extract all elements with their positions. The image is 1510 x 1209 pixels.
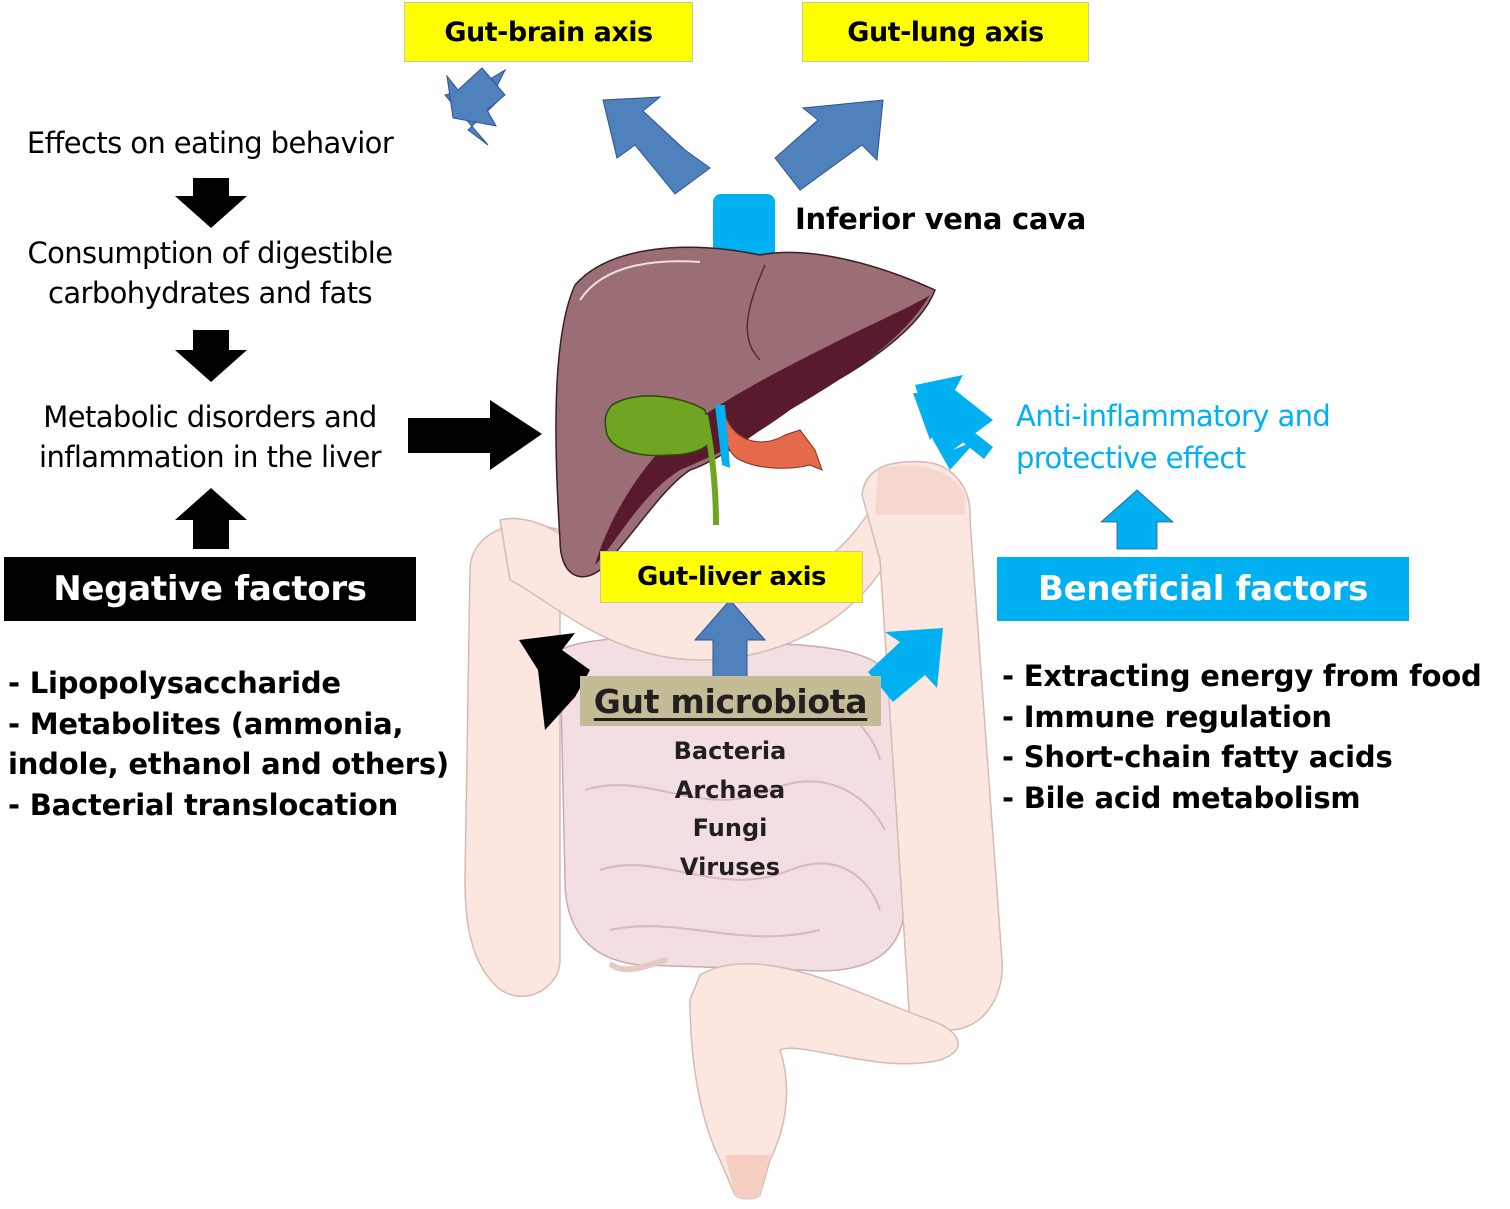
arrow-up-right <box>774 99 884 191</box>
negative-factor-item: - Lipopolysaccharide <box>8 666 341 700</box>
beneficial-factors-list: - Extracting energy from food - Immune r… <box>1002 656 1482 818</box>
beneficial-factor-item: - Extracting energy from food <box>1002 659 1482 693</box>
gut-brain-axis-label: Gut-brain axis <box>404 2 693 62</box>
microbiota-member: Bacteria <box>673 737 787 765</box>
effect-line-1: Anti-inflammatory and <box>1016 399 1331 433</box>
negative-factor-item: - Metabolites (ammonia, <box>8 706 404 741</box>
gut-microbiota-title: Gut microbiota <box>580 676 881 726</box>
arrow-up-left <box>602 96 711 195</box>
gut-brain-axis-text: Gut-brain axis <box>444 16 653 48</box>
beneficial-factors-box: Beneficial factors <box>997 557 1409 621</box>
liver-icon <box>555 246 936 578</box>
arrow-down-2 <box>175 330 247 382</box>
anti-inflammatory-effect-text: Anti-inflammatory and protective effect <box>1016 395 1331 479</box>
beneficial-factor-item: - Bile acid metabolism <box>1002 780 1361 815</box>
flow-step-eating-behavior: Effects on eating behavior <box>0 123 420 163</box>
microbiota-member: Archaea <box>674 775 786 804</box>
beneficial-factor-item: - Immune regulation <box>1002 699 1332 734</box>
flow-step-metabolic-disorders: Metabolic disorders and inflammation in … <box>0 397 420 477</box>
arrow-up-from-beneficial <box>1099 489 1175 550</box>
arrow-up-from-negative <box>175 488 247 549</box>
gut-liver-axis-text: Gut-liver axis <box>636 562 827 592</box>
flow-step-1-text: Effects on eating behavior <box>26 126 394 160</box>
effect-line-2: protective effect <box>1016 441 1246 475</box>
flow-step-3-line-2: inflammation in the liver <box>38 440 382 474</box>
gallbladder-icon <box>604 395 713 457</box>
microbiota-member: Viruses <box>679 852 781 881</box>
flow-step-2-line-1: Consumption of digestible <box>27 236 393 270</box>
beneficial-factor-item: - Short-chain fatty acids <box>1002 740 1393 774</box>
arrow-gut-brain-small <box>446 67 506 127</box>
arrow-microbiota-to-beneficial <box>868 628 943 702</box>
microbiota-member: Fungi <box>692 814 768 842</box>
arrow-down-1 <box>175 178 247 228</box>
arrow-anti-inflammatory <box>913 393 993 459</box>
inferior-vena-cava-label: Inferior vena cava <box>795 202 1087 236</box>
gut-liver-axis-label: Gut-liver axis <box>600 551 863 603</box>
arrow-microbiota-to-negative <box>519 633 590 730</box>
microbiota-members: Bacteria Archaea Fungi Viruses <box>630 732 830 886</box>
gut-lung-axis-text: Gut-lung axis <box>847 16 1044 48</box>
beneficial-factors-title: Beneficial factors <box>1037 569 1369 609</box>
flow-step-2-line-2: carbohydrates and fats <box>47 276 373 310</box>
flow-step-3-line-1: Metabolic disorders and <box>43 400 377 434</box>
negative-factor-item: - Bacterial translocation <box>8 787 399 822</box>
arrow-to-gut-liver <box>693 599 767 681</box>
negative-factors-box: Negative factors <box>4 557 416 621</box>
arrow-right-to-liver <box>408 400 542 470</box>
negative-factors-list: - Lipopolysaccharide - Metabolites (ammo… <box>8 663 449 825</box>
negative-factors-title: Negative factors <box>53 569 367 609</box>
negative-factor-item: indole, ethanol and others) <box>8 747 449 781</box>
flow-step-consumption: Consumption of digestible carbohydrates … <box>0 233 420 313</box>
gut-microbiota-text: Gut microbiota <box>593 681 868 721</box>
gut-lung-axis-label: Gut-lung axis <box>802 2 1089 62</box>
